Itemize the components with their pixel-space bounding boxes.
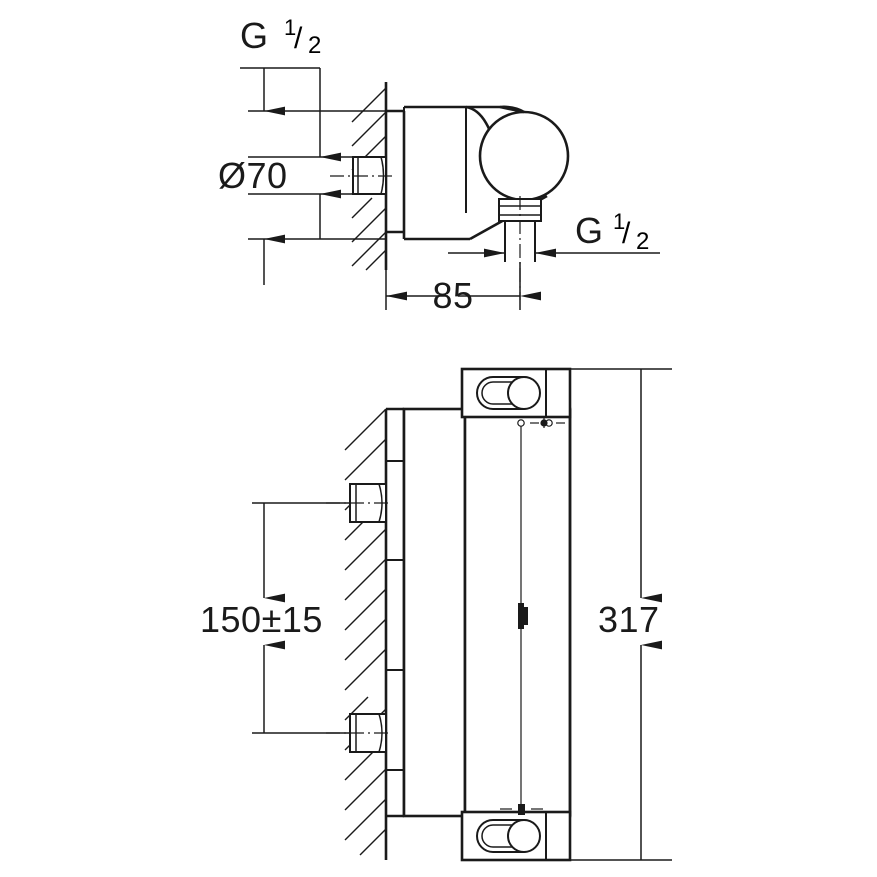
body-detail-marks-top <box>517 418 565 428</box>
mixer-body-profile <box>386 105 570 241</box>
outlet-thread-slash: / <box>622 217 631 250</box>
dim-overall-317-label: 317 <box>598 599 660 640</box>
inlet-thread-numerator: 1 <box>284 15 296 40</box>
body-detail-marks-bottom <box>500 804 543 815</box>
flow-control-handle[interactable] <box>460 810 572 862</box>
dim-overall-317: 317 <box>570 368 672 861</box>
dim-mounting-height-label: 150±15 <box>200 599 323 640</box>
back-plate-strip <box>386 407 406 818</box>
outlet-thread-denominator: 2 <box>636 228 649 255</box>
inlet-thread-denominator: 2 <box>308 32 321 59</box>
outlet-connector-top <box>498 196 542 300</box>
outlet-thread-numerator: 1 <box>613 209 625 234</box>
inlet-connector-nut-upper <box>326 483 392 523</box>
mixer-body-front <box>402 407 572 818</box>
inlet-connector-nut-top <box>330 156 392 195</box>
side-section-view: Ø70 G 1 / 2 G 1 / 2 85 <box>218 15 660 316</box>
dim-inlet-thread-label: G 1 / 2 <box>240 15 321 59</box>
inlet-thread-slash: / <box>294 22 303 55</box>
front-elevation-view: 150±15 317 <box>200 367 672 862</box>
wall-hatching-bottom <box>344 408 388 860</box>
dim-projection-85-label: 85 <box>432 275 473 316</box>
temperature-control-handle[interactable] <box>460 367 572 419</box>
dim-diameter-70-label: Ø70 <box>218 155 288 196</box>
inlet-thread-g: G <box>240 15 269 56</box>
body-detail-mark-mid <box>518 603 528 629</box>
dim-projection-85: 85 <box>385 262 541 316</box>
outlet-thread-g: G <box>575 210 604 251</box>
dim-outlet-thread: G 1 / 2 <box>448 209 660 258</box>
dim-diameter-70 <box>240 67 386 285</box>
dim-mounting-height-150: 150±15 <box>200 502 350 734</box>
